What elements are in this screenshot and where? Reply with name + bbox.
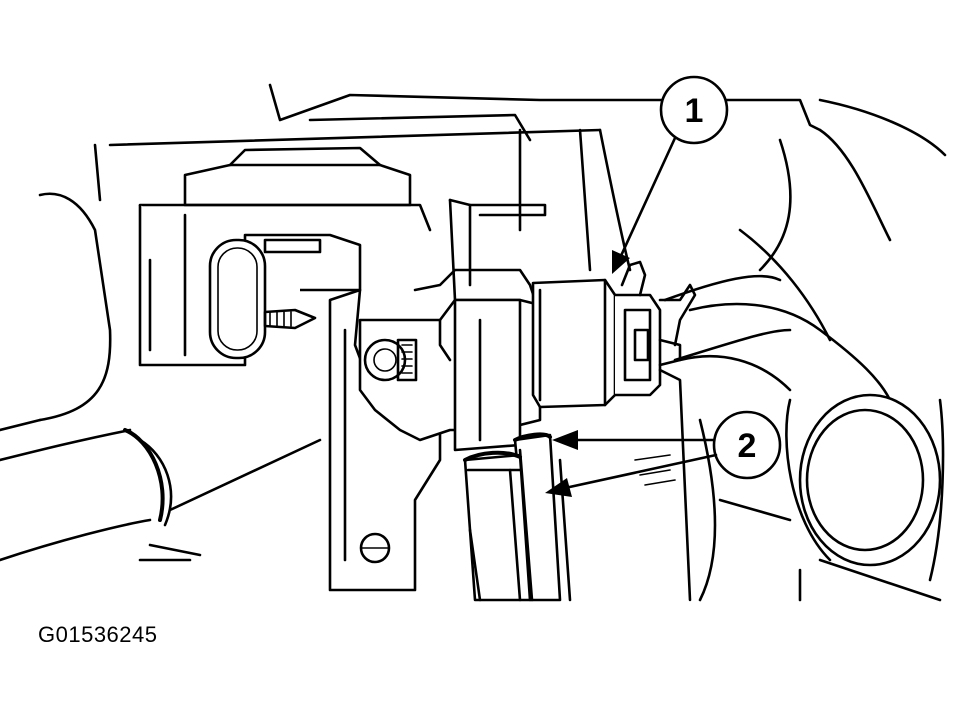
background-engine-lines xyxy=(0,83,947,432)
callout-2-arrowhead-lower xyxy=(545,478,572,497)
engine-component-diagram: 1 2 xyxy=(0,75,947,602)
callout-2-label: 2 xyxy=(738,427,757,465)
callout-1: 1 xyxy=(612,75,729,274)
coolant-pipe-left xyxy=(0,428,322,562)
hatch-marks xyxy=(634,454,676,486)
vacuum-valve xyxy=(138,146,432,367)
large-hose-right xyxy=(658,302,945,602)
callout-1-label: 1 xyxy=(685,92,704,130)
callout-1-arrowhead xyxy=(612,250,630,274)
vacuum-hoses xyxy=(463,432,572,602)
electrical-connector xyxy=(531,260,792,409)
callout-2-arrowhead-upper xyxy=(552,430,578,450)
switch-bracket xyxy=(328,198,547,592)
figure-code: G01536245 xyxy=(38,622,158,647)
callout-2: 2 xyxy=(545,410,782,497)
